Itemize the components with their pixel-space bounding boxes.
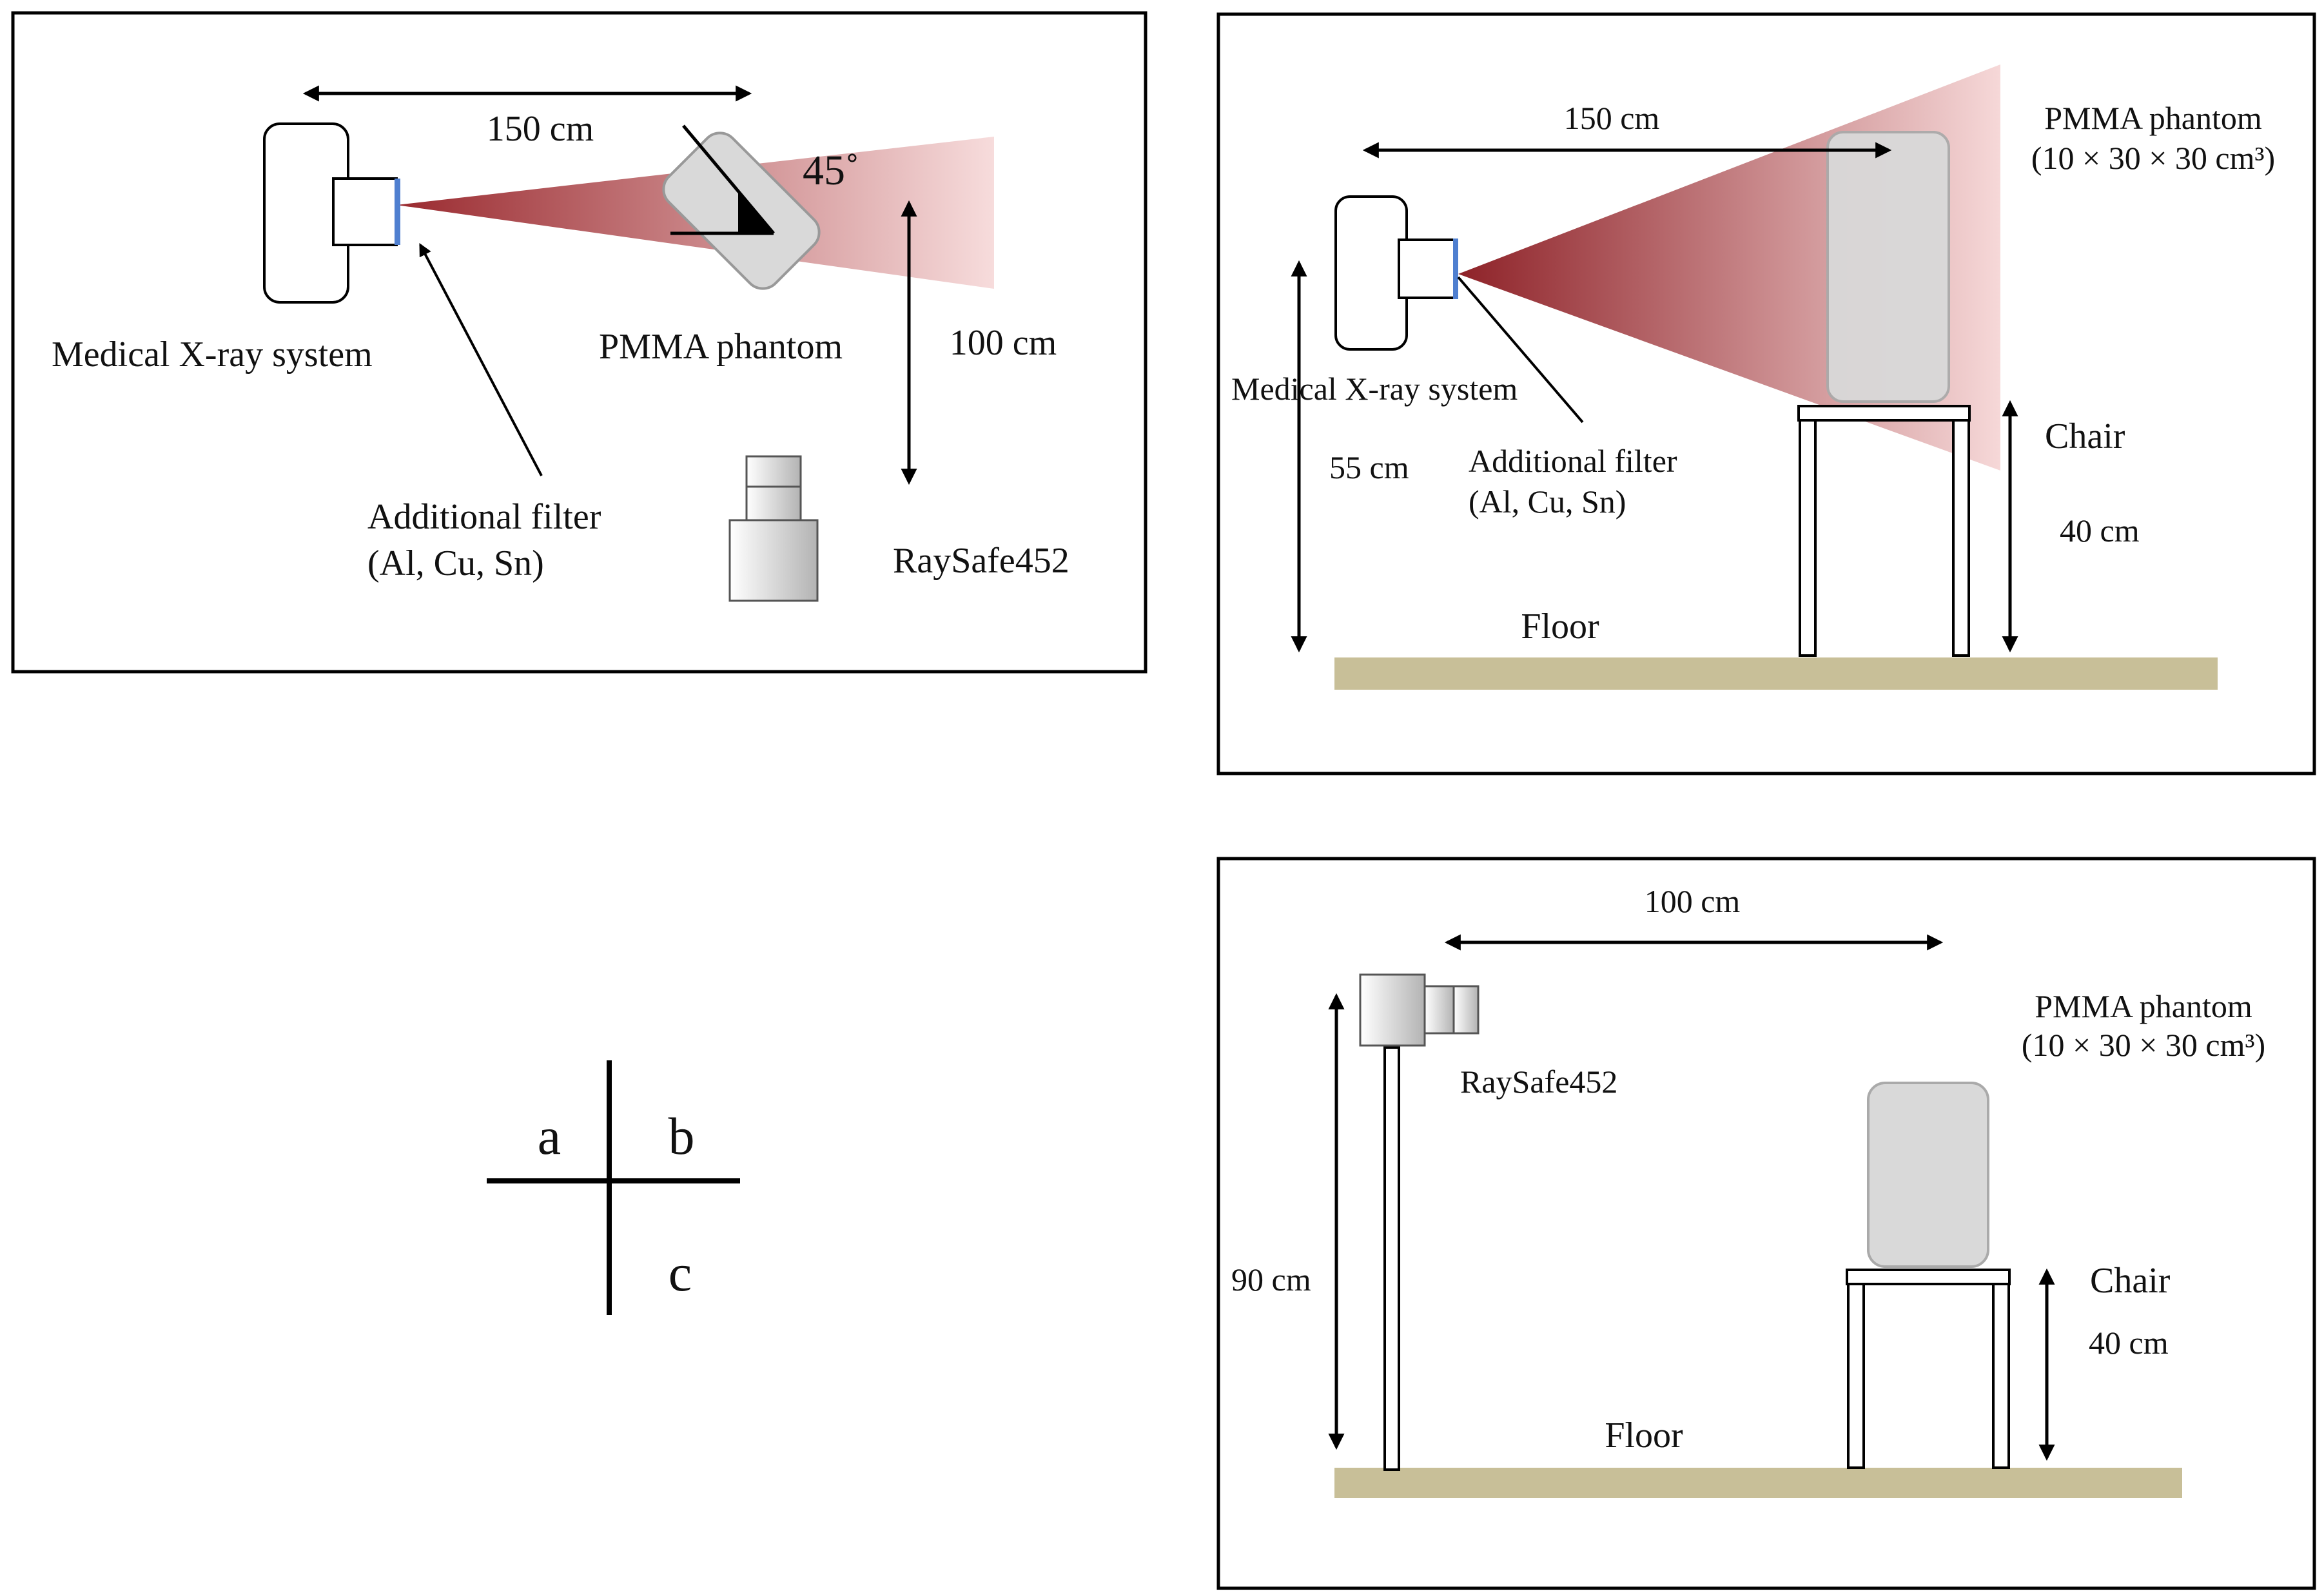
distance-label-100: 100 cm [1645,883,1741,919]
additional-filter [1453,238,1458,299]
floor-label: Floor [1605,1416,1683,1455]
xray-tube-head [1398,238,1456,299]
pmma-phantom [1867,1082,1989,1268]
detector-label: RaySafe452 [1460,1064,1617,1100]
filter-pointer [419,243,543,476]
chair-label: Chair [2090,1261,2171,1301]
xray-tube-head [332,177,398,246]
height-label-55: 55 cm [1329,449,1409,485]
detector-height-label: 90 cm [1231,1261,1311,1298]
filter-label-line2: (Al, Cu, Sn) [1469,483,1626,520]
xray-system-label: Medical X-ray system [52,335,373,375]
panel-a-frame [11,11,1147,674]
floor [1334,657,2218,690]
panel-c: 100 cm 90 cm 40 cm PMMA phantom (10 × 30… [1216,857,2316,1590]
raysafe-detector [1359,973,1479,1047]
additional-filter [395,179,400,245]
phantom-label-line2: (10 × 30 × 30 cm³) [2022,1027,2265,1063]
floor-label: Floor [1521,607,1599,647]
phantom-label-line1: PMMA phantom [2044,100,2262,136]
filter-pointer [1457,276,1584,423]
key-label-b: b [669,1107,695,1165]
chair-height-label: 40 cm [2089,1325,2169,1361]
filter-label-line1: Additional filter [1469,443,1677,479]
floor [1334,1468,2182,1498]
phantom-label: PMMA phantom [599,327,843,367]
filter-label-line2: (Al, Cu, Sn) [367,543,544,583]
xray-system-label: Medical X-ray system [1231,371,1518,407]
panel-c-frame [1216,857,2316,1590]
key-label-a: a [538,1107,561,1165]
chair [1846,1269,2011,1469]
key-label-c: c [669,1243,692,1302]
filter-label-line1: Additional filter [367,497,601,537]
pmma-phantom [1826,131,1950,403]
distance-label-150: 150 cm [1564,100,1660,136]
detector-label: RaySafe452 [893,541,1069,581]
phantom-label-line2: (10 × 30 × 30 cm³) [2031,140,2275,176]
panel-a: 45˚ 150 cm 100 cm Medical X-ray system P… [11,11,1147,674]
layout-key: a b c [487,1060,740,1315]
distance-label-150: 150 cm [487,109,594,149]
raysafe-detector [728,455,819,602]
distance-label-100: 100 cm [950,323,1057,363]
chair-label: Chair [2045,416,2125,456]
panel-b-frame [1216,12,2316,775]
panel-b: 150 cm 55 cm 40 cm PMMA phantom (10 × 30… [1216,12,2316,775]
angle-label: 45˚ [803,147,859,194]
angle-marker [670,124,775,235]
xray-system-body [1334,195,1408,351]
phantom-label-line1: PMMA phantom [2035,988,2252,1024]
chair-height-label: 40 cm [2060,512,2140,549]
chair [1797,405,1971,657]
detector-stand [1383,1046,1400,1471]
